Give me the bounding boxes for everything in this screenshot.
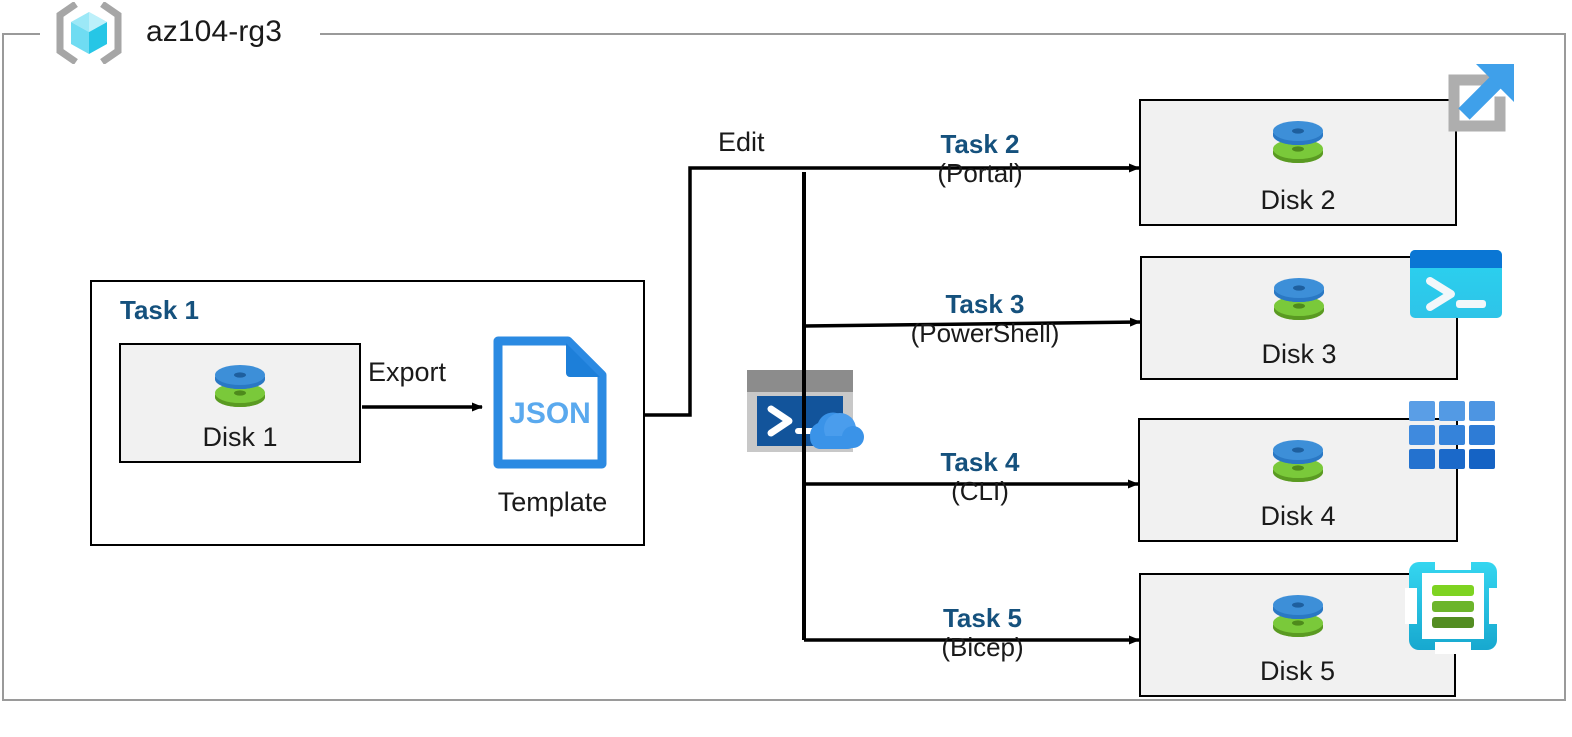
managed-disk-icon	[1266, 270, 1332, 326]
task2-title: Task 2	[940, 129, 1020, 159]
disk5-box[interactable]: Disk 5	[1139, 573, 1456, 697]
disk2-box[interactable]: Disk 2	[1139, 99, 1457, 226]
powershell-icon	[1408, 248, 1504, 320]
disk1-box[interactable]: Disk 1	[119, 343, 361, 463]
disk4-caption: Disk 4	[1260, 501, 1336, 531]
managed-disk-icon	[1265, 113, 1331, 169]
task3-edge-label: Task 3 (PowerShell)	[845, 290, 1125, 349]
disk2-caption: Disk 2	[1260, 185, 1336, 215]
resource-group-frame	[2, 33, 1566, 701]
azure-cli-icon	[1408, 400, 1496, 470]
cloud-shell-icon	[745, 366, 865, 456]
task3-title: Task 3	[945, 289, 1025, 319]
azure-portal-icon	[1410, 62, 1515, 167]
disk4-box[interactable]: Disk 4	[1138, 418, 1458, 542]
task3-tool: (PowerShell)	[910, 318, 1060, 349]
task5-edge-label: Task 5 (Bicep)	[880, 604, 1085, 663]
task5-tool: (Bicep)	[941, 632, 1024, 663]
managed-disk-icon	[1265, 587, 1331, 643]
json-file-icon: JSON	[490, 335, 610, 470]
disk3-box[interactable]: Disk 3	[1140, 256, 1458, 380]
managed-disk-icon	[207, 357, 273, 413]
disk5-caption: Disk 5	[1259, 656, 1335, 686]
disk3-caption: Disk 3	[1261, 339, 1337, 369]
azure-resource-group-icon	[48, 1, 130, 65]
task4-edge-label: Task 4 (CLI)	[880, 448, 1080, 507]
managed-disk-icon	[1265, 432, 1331, 488]
resource-group-name: az104-rg3	[146, 15, 282, 48]
task2-edge-label: Task 2 (Portal)	[855, 130, 1105, 189]
task1-heading: Task 1	[120, 295, 200, 325]
task4-title: Task 4	[940, 447, 1020, 477]
disk1-caption: Disk 1	[202, 422, 278, 452]
export-label: Export	[368, 357, 447, 387]
task4-tool: (CLI)	[951, 476, 1009, 507]
task5-title: Task 5	[942, 603, 1022, 633]
bicep-icon	[1405, 558, 1501, 654]
svg-text:JSON: JSON	[509, 397, 591, 430]
task2-tool: (Portal)	[937, 158, 1023, 189]
edit-label: Edit	[718, 127, 765, 157]
template-caption: Template	[497, 487, 608, 517]
